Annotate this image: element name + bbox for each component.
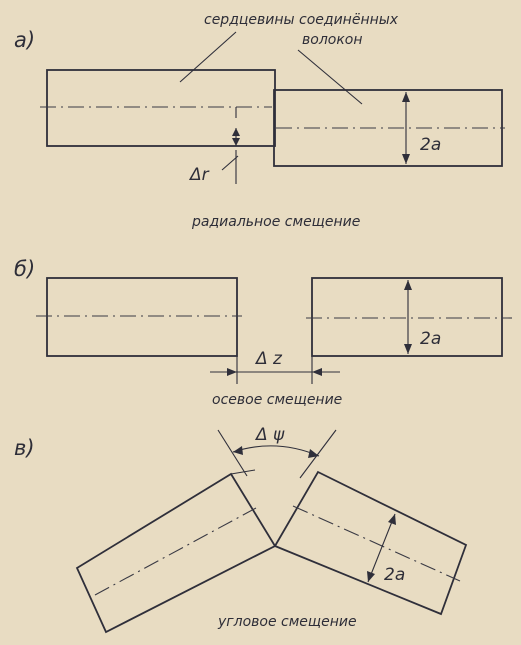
panel-b: б) 2a Δ z осевое смещение [14,257,512,408]
offset-label-leader-a [221,155,239,171]
angle-ray-right [299,429,337,479]
fiber-left-a [46,69,276,147]
width-arrow-bottom-a [402,154,410,164]
axis-left-c [94,507,257,596]
callout-leader-left [179,31,237,83]
angle-arrow-right [308,449,319,458]
width-label-a: 2a [420,135,441,155]
fiber-left-b [46,277,238,357]
caption-radial: радиальное смещение [191,214,360,230]
width-arrow-top-a [402,92,410,102]
fiber-right-b [311,277,503,357]
width-arrow-top-c [388,514,396,525]
angle-ray-left-join [230,469,256,475]
gap-arrow-left [227,368,237,376]
offset-label-a: Δr [188,165,210,185]
callout-text-line2: волокон [302,32,363,48]
width-arrow-bottom-b [404,344,412,354]
width-label-b: 2a [420,329,441,349]
angle-arrow-left [233,446,243,455]
width-arrow-bottom-c [367,571,375,582]
width-dimension-c [367,513,396,583]
panel-c-letter: в) [14,436,35,460]
offset-arrow-top-a [232,128,240,136]
panel-a-letter: а) [14,28,35,52]
angle-label-c: Δ ψ [254,425,285,445]
gap-label-b: Δ z [254,349,283,369]
width-arrow-top-b [404,280,412,290]
fiber-left-c [75,472,277,634]
width-label-c: 2a [384,565,405,585]
axis-right-c [292,505,461,582]
panel-c: в) Δ ψ 2a угловое смещение [14,425,468,634]
angle-arc [232,445,320,457]
panel-a: а) сердцевины соединённых волокон 2a Δr … [14,12,505,230]
gap-arrow-right [312,368,322,376]
angle-ray-left [217,429,248,477]
fiber-right-c [273,470,468,616]
caption-axial: осевое смещение [212,392,342,408]
panel-b-letter: б) [14,257,35,281]
caption-angular: угловое смещение [217,614,357,630]
callout-text-line1: сердцевины соединённых [204,12,399,28]
callout-leader-right [297,49,363,105]
offset-arrow-bottom-a [232,138,240,146]
